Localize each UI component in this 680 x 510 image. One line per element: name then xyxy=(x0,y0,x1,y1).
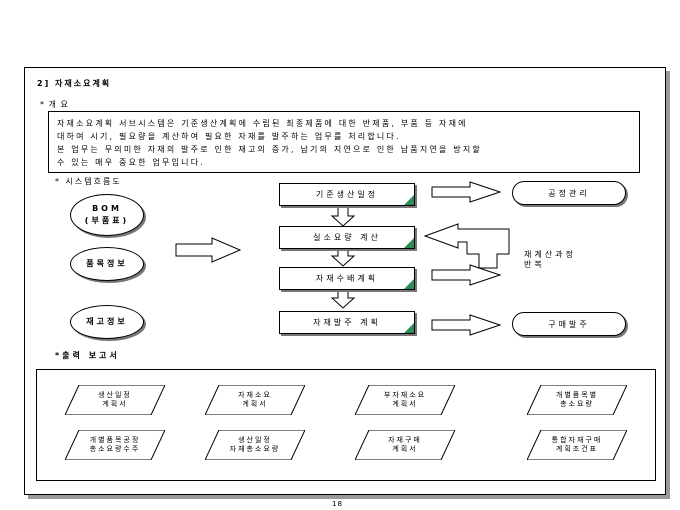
flow-label: * 시스템흐름도 xyxy=(55,177,122,186)
report-shape xyxy=(65,430,165,460)
output-purchase-order: 구매발주 xyxy=(512,312,626,336)
step-net-requirements: 실소요량 계산 xyxy=(279,226,415,249)
step-corner-mark xyxy=(404,279,414,289)
page-number: 18 xyxy=(332,500,343,508)
report-line1: 개별품목공정 xyxy=(89,436,141,444)
overview-box: 자재소요계획 서브시스템은 기준생산계획에 수립된 최종제품에 대한 반제품, … xyxy=(48,111,640,173)
report-line1: 자재소요 xyxy=(238,391,272,399)
report-shape xyxy=(205,430,305,460)
overview-line-2: 대하여 시기, 필요량을 계산하여 필요한 자재를 발주하는 업무를 처리합니다… xyxy=(57,132,401,141)
report-line2: 계획서 xyxy=(102,400,128,408)
report-line2: 계획서 xyxy=(392,445,418,453)
input-bom: BOM (부품표) xyxy=(70,194,144,236)
input-stock-info-label: 재고정보 xyxy=(86,317,128,326)
input-stock-info: 재고정보 xyxy=(70,305,144,339)
step-material-planning-label: 자재수배계획 xyxy=(315,274,379,283)
report-line1: 개별품목별 xyxy=(555,391,599,399)
recalc-label-line2: 반복 xyxy=(524,260,545,269)
report-line2: 총소요량수주 xyxy=(89,445,141,453)
overview-line-1: 자재소요계획 서브시스템은 기준생산계획에 수립된 최종제품에 대한 반제품, … xyxy=(57,119,468,128)
report-shape xyxy=(527,385,627,415)
overview-line-3: 본 업무는 무의미한 자재의 발주로 인한 재고의 증가, 납기의 지연으로 인… xyxy=(57,145,482,154)
report-line1: 통합자재구매 xyxy=(551,436,603,444)
report-line1: 부자재소요 xyxy=(383,391,427,399)
input-bom-line1: BOM xyxy=(92,204,122,213)
arrow-to-recalc xyxy=(431,264,502,286)
step-master-schedule: 기준생산일정 xyxy=(279,183,415,206)
step-material-order: 자재발주 계획 xyxy=(279,311,415,334)
report-line1: 생산일정 xyxy=(238,436,272,444)
report-shape xyxy=(205,385,305,415)
recalc-label-line1: 재계산과정 xyxy=(524,250,576,259)
report-shape xyxy=(355,430,455,460)
input-to-steps-arrow xyxy=(175,237,242,263)
report-line2: 계획조건표 xyxy=(555,445,599,453)
output-process-mgmt-label: 공정관리 xyxy=(548,188,590,198)
step-material-planning: 자재수배계획 xyxy=(279,267,415,290)
input-item-info: 품목정보 xyxy=(70,247,144,281)
reports-label: *출력 보고서 xyxy=(55,351,120,360)
step-material-order-label: 자재발주 계획 xyxy=(313,318,381,327)
report-line2: 자재총소요량 xyxy=(229,445,281,453)
down-arrow-2 xyxy=(330,247,356,267)
report-line1: 자재구매 xyxy=(388,436,422,444)
reports-box xyxy=(36,369,656,481)
report-line2: 총소요량 xyxy=(560,400,594,408)
step-net-requirements-label: 실소요량 계산 xyxy=(313,233,381,242)
down-arrow-1 xyxy=(330,205,356,227)
report-shape xyxy=(527,430,627,460)
overview-line-4: 수 있는 매우 중요한 업무입니다. xyxy=(57,158,205,167)
report-line2: 계획서 xyxy=(242,400,268,408)
report-line2: 계획서 xyxy=(392,400,418,408)
recalc-loop-arrow xyxy=(423,223,510,269)
step-corner-mark xyxy=(404,323,414,333)
arrow-to-purchase-order xyxy=(431,314,502,336)
section-title: 2] 자재소요계획 xyxy=(37,79,112,88)
report-shape xyxy=(65,385,165,415)
down-arrow-3 xyxy=(330,288,356,309)
step-master-schedule-label: 기준생산일정 xyxy=(315,190,379,199)
arrow-to-process-mgmt xyxy=(431,181,502,203)
overview-label: * 개 요 xyxy=(40,100,69,109)
input-item-info-label: 품목정보 xyxy=(86,259,128,268)
output-purchase-order-label: 구매발주 xyxy=(548,319,590,329)
output-process-mgmt: 공정관리 xyxy=(512,181,626,205)
step-corner-mark xyxy=(404,238,414,248)
report-line1: 생산일정 xyxy=(98,391,132,399)
step-corner-mark xyxy=(404,195,414,205)
input-bom-line2: (부품표) xyxy=(84,216,130,225)
report-shape xyxy=(355,385,455,415)
